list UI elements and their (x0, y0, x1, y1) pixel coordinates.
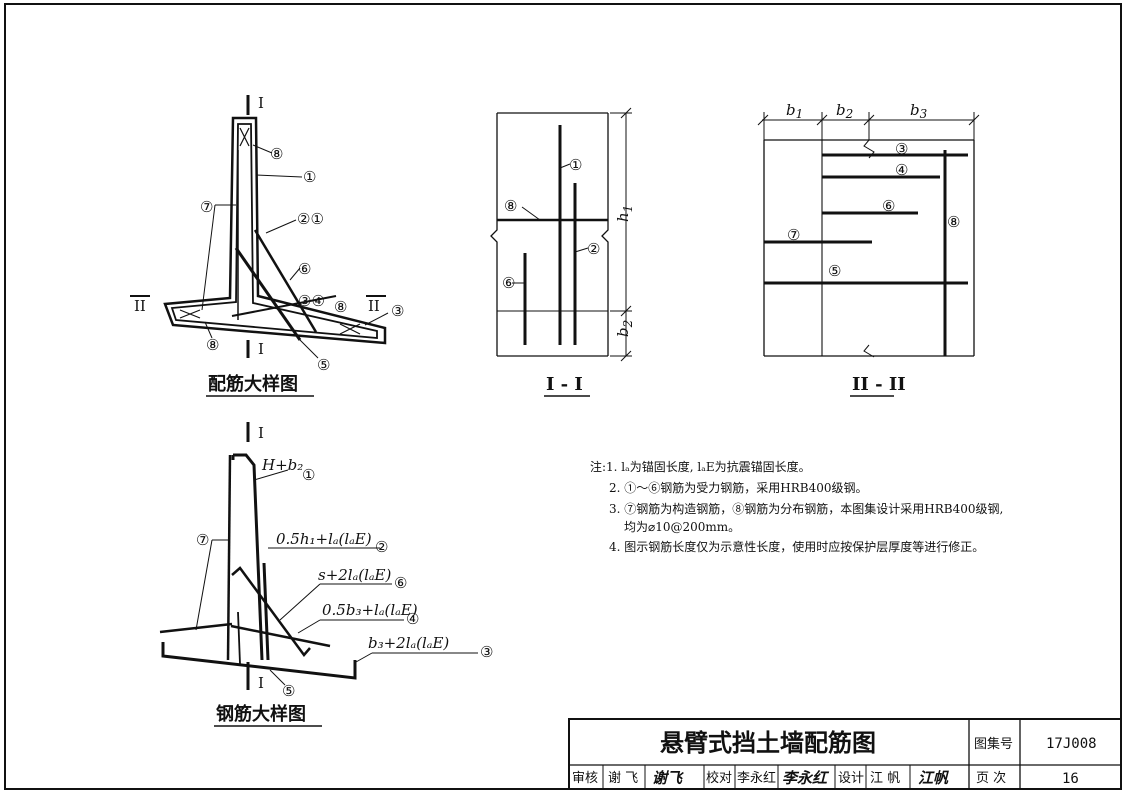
rebar-caption: 钢筋大样图 (216, 703, 306, 725)
sheet-border (4, 3, 1122, 790)
rebar-label-3: b₃+2lₐ(lₐE) (368, 634, 449, 652)
detail-marker-8-right: ⑧ (334, 298, 347, 316)
section-2-marker-3: ③ (895, 140, 908, 158)
detail-marker-1: ① (303, 168, 316, 186)
rebar-marker-1: ① (302, 466, 315, 484)
section-1-view: h1 b2 ① ⑧ ② ⑥ I - I (490, 107, 635, 397)
detail-section-mark-right: II (368, 297, 380, 315)
section-2-caption: II - II (852, 374, 906, 395)
section-1-caption: I - I (546, 374, 583, 395)
detail-caption: 配筋大样图 (208, 373, 298, 395)
detail-marker-5: ⑤ (317, 356, 330, 374)
section-1-dim-b2: b2 (614, 320, 635, 337)
detail-section-mark-bottom: I (258, 340, 264, 358)
section-2-marker-8: ⑧ (947, 213, 960, 231)
detail-marker-2-1: ②① (297, 210, 324, 228)
reviewer-name: 谢 飞 (608, 770, 638, 786)
section-1-dim-h1: h1 (614, 205, 635, 222)
drawing-title: 悬臂式挡土墙配筋图 (660, 728, 876, 757)
detail-marker-3-4: ③④ (298, 292, 325, 310)
rebar-view: I I H+b₂ ① 0.5h₁+lₐ(lₐE) ② (159, 422, 493, 727)
detail-marker-8-left: ⑧ (206, 336, 219, 354)
section-2-dim-b1: b1 (786, 101, 803, 121)
rebar-marker-2: ② (375, 538, 388, 556)
reviewer-signature: 谢飞 (652, 769, 684, 787)
title-block: 悬臂式挡土墙配筋图 图集号 17J008 审核 谢 飞 谢飞 校对 李永红 李永… (568, 718, 1122, 790)
rebar-marker-6: ⑥ (394, 574, 407, 592)
detail-view: I I II II ⑧ ① ②① ⑥ ③④ ⑧ ③ ⑤ ⑧ ⑦ 配筋大样图 (130, 94, 404, 397)
note-line-2: 2. ①～⑥钢筋为受力钢筋，采用HRB400级钢。 (609, 480, 868, 495)
designer-signature: 江帆 (918, 769, 949, 787)
detail-section-mark-top: I (258, 94, 264, 112)
section-2-marker-6: ⑥ (882, 197, 895, 215)
rebar-marker-7: ⑦ (196, 531, 209, 549)
note-line-1: 注:1. lₐ为锚固长度, lₐE为抗震锚固长度。 (590, 459, 811, 474)
checker-name: 李永红 (737, 770, 776, 786)
section-2-marker-7: ⑦ (787, 226, 800, 244)
rebar-label-2: 0.5h₁+lₐ(lₐE) (276, 530, 372, 548)
rebar-outline (170, 123, 378, 339)
rebar-label-1: H+b₂ (261, 456, 303, 474)
note-line-3: 3. ⑦钢筋为构造钢筋，⑧钢筋为分布钢筋，本图集设计采用HRB400级钢, (609, 501, 1003, 516)
section-2-marker-5: ⑤ (828, 262, 841, 280)
section-2-marker-4: ④ (895, 161, 908, 179)
detail-marker-7: ⑦ (200, 198, 213, 216)
designer-name: 江 帆 (870, 771, 900, 786)
wall-outline (163, 116, 387, 345)
section-1-marker-1: ① (569, 156, 582, 174)
rebar-label-4: 0.5b₃+lₐ(lₐE) (322, 601, 418, 619)
note-line-4: 均为⌀10@200mm。 (624, 520, 740, 534)
review-label: 审核 (572, 771, 598, 786)
page-label: 页 次 (976, 770, 1006, 786)
atlas-number: 17J008 (1046, 736, 1097, 752)
design-label: 设计 (838, 771, 864, 786)
detail-section-mark-left: II (134, 297, 146, 315)
rebar-section-mark-bottom: I (258, 674, 264, 692)
check-label: 校对 (706, 770, 732, 786)
rebar-marker-4: ④ (406, 610, 419, 628)
section-2-view: b1 b2 b3 ③ ④ ⑥ ⑧ ⑦ ⑤ II - II (757, 101, 980, 397)
rebar-marker-3: ③ (480, 643, 493, 661)
detail-marker-8-top: ⑧ (270, 145, 283, 163)
section-1-marker-2: ② (587, 240, 600, 258)
rebar-section-mark-top: I (258, 424, 264, 442)
section-2-dim-b2: b2 (836, 101, 853, 121)
section-2-dim-b3: b3 (910, 101, 928, 121)
atlas-label: 图集号 (974, 736, 1013, 752)
notes-block: 注:1. lₐ为锚固长度, lₐE为抗震锚固长度。 2. ①～⑥钢筋为受力钢筋，… (590, 459, 1003, 554)
checker-signature: 李永红 (782, 769, 830, 787)
rebar-label-6: s+2lₐ(lₐE) (318, 566, 391, 584)
detail-marker-3: ③ (391, 302, 404, 320)
note-line-5: 4. 图示钢筋长度仅为示意性长度，使用时应按保护层厚度等进行修正。 (609, 539, 984, 554)
rebar-marker-5: ⑤ (282, 682, 295, 700)
detail-marker-6: ⑥ (298, 260, 311, 278)
page-number: 16 (1062, 771, 1079, 787)
section-1-marker-6: ⑥ (502, 274, 515, 292)
section-1-marker-8: ⑧ (504, 197, 517, 215)
